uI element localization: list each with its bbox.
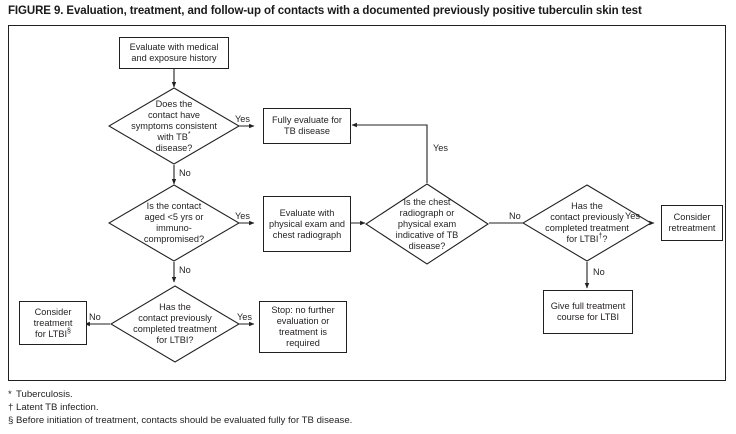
diamond-outline (110, 285, 240, 363)
footnote-dagger: †Latent TB infection. (8, 401, 352, 414)
edge-label-prev-treat-right-no: No (593, 267, 605, 277)
edge-label-prev-treat-left-no: No (89, 312, 101, 322)
node-prev-treatment-right-decision: Has the contact previously completed tre… (522, 184, 652, 262)
footnote-section: §Before initiation of treatment, contact… (8, 414, 352, 427)
node-consider-retreatment: Consider retreatment (661, 205, 723, 241)
asterisk-superscript: * (187, 130, 191, 138)
node-symptoms-decision: Does the contact have symptoms consisten… (108, 87, 240, 165)
figure-frame: Evaluate with medical and exposure histo… (8, 25, 726, 381)
footnote-mark-dagger: † (8, 402, 14, 414)
node-age-decision-label: Is the contact aged <5 yrs or immuno- co… (143, 201, 205, 244)
diamond-outline (522, 184, 652, 262)
node-give-full-treatment: Give full treatment course for LTBI (543, 290, 633, 334)
diamond-outline (108, 184, 240, 262)
node-radiograph-decision-label: Is the chest radiograph or physical exam… (395, 196, 459, 251)
edge-label-symptoms-yes: Yes (235, 114, 250, 124)
dagger-superscript: † (598, 232, 603, 240)
edge-label-age-no: No (179, 265, 191, 275)
footnote-mark-asterisk: * (8, 389, 12, 400)
node-fully-evaluate: Fully evaluate for TB disease (263, 108, 351, 144)
node-radiograph-decision: Is the chest radiograph or physical exam… (365, 183, 489, 265)
edge-label-prev-treat-right-yes: Yes (625, 211, 640, 221)
node-age-decision: Is the contact aged <5 yrs or immuno- co… (108, 184, 240, 262)
footnote-text-dagger: Latent TB infection. (16, 402, 99, 414)
footnote-mark-section: § (8, 415, 14, 427)
node-stop-no-further: Stop: no further evaluation or treatment… (259, 301, 347, 353)
footnote-text-asterisk: Tuberculosis. (16, 389, 73, 400)
footnotes: * Tuberculosis. †Latent TB infection. §Be… (8, 388, 352, 428)
edge-label-prev-treat-left-yes: Yes (237, 312, 252, 322)
section-superscript: § (67, 327, 71, 335)
node-prev-treatment-left-decision: Has the contact previously completed tre… (110, 285, 240, 363)
node-prev-treatment-left-label: Has the contact previously completed tre… (133, 302, 217, 345)
node-evaluate-history: Evaluate with medical and exposure histo… (119, 37, 229, 69)
node-symptoms-decision-label: Does the contact have symptoms consisten… (131, 98, 217, 153)
diamond-outline (108, 87, 240, 165)
node-consider-treatment-label: Consider treatment for LTBI§ (33, 306, 73, 339)
diamond-outline (365, 183, 489, 265)
edge-label-symptoms-no: No (179, 168, 191, 178)
footnote-asterisk: * Tuberculosis. (8, 388, 352, 401)
node-physical-exam: Evaluate with physical exam and chest ra… (263, 196, 351, 252)
page-title: FIGURE 9. Evaluation, treatment, and fol… (8, 5, 642, 17)
footnote-text-section: Before initiation of treatment, contacts… (16, 415, 353, 427)
edge-label-radiograph-no: No (509, 211, 521, 221)
node-prev-treatment-right-label: Has the contact previously completed tre… (545, 201, 629, 244)
edge-label-age-yes: Yes (235, 211, 250, 221)
node-consider-treatment: Consider treatment for LTBI§ (19, 301, 87, 345)
edge-label-radiograph-yes: Yes (433, 143, 448, 153)
